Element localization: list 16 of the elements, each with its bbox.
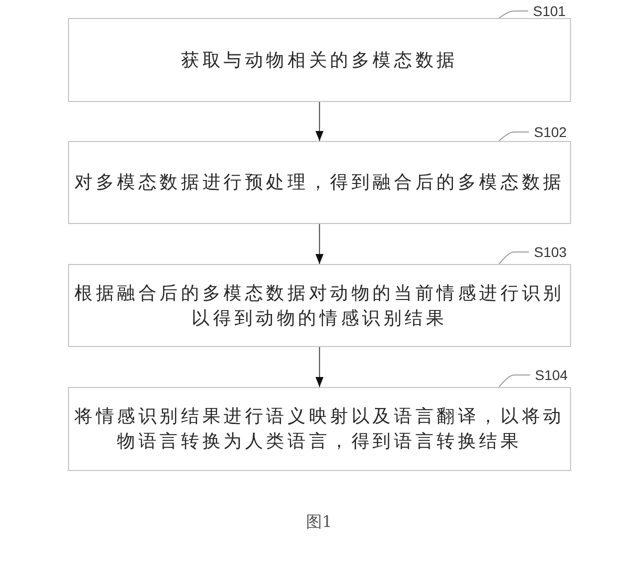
arrow	[316, 102, 324, 141]
arrow	[316, 347, 324, 387]
leader-line	[498, 10, 528, 18]
step-label: S104	[535, 366, 568, 384]
arrow	[316, 224, 324, 264]
figure-caption: 图1	[306, 512, 332, 532]
step-label: S103	[534, 243, 567, 261]
leader-line	[498, 252, 530, 264]
process-box: 根据融合后的多模态数据对动物的当前情感进行识别以得到动物的情感识别结果	[68, 264, 571, 347]
process-box: 获取与动物相关的多模态数据	[68, 18, 571, 102]
step-label: S102	[534, 123, 567, 141]
leader-line	[498, 132, 530, 142]
leader-line	[498, 374, 530, 388]
step-label: S101	[533, 2, 566, 20]
process-box: 将情感识别结果进行语义映射以及语言翻译，以将动物语言转换为人类语言，得到语言转换结果	[68, 387, 571, 471]
process-box: 对多模态数据进行预处理，得到融合后的多模态数据	[68, 141, 571, 224]
